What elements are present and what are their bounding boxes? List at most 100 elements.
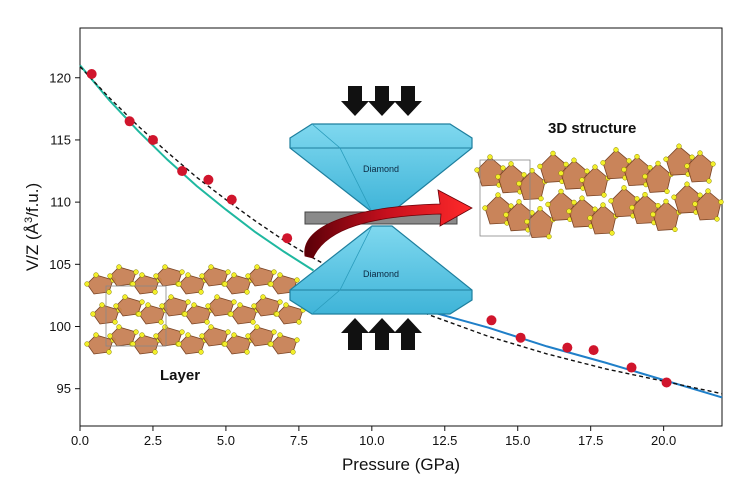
atom xyxy=(500,165,506,171)
atom xyxy=(566,208,572,214)
atom xyxy=(642,191,648,198)
atom xyxy=(579,195,585,201)
atom xyxy=(244,349,250,355)
atom xyxy=(529,210,535,216)
atom xyxy=(629,204,635,211)
data-point xyxy=(124,116,135,127)
data-point xyxy=(588,345,599,356)
atom xyxy=(136,311,142,317)
atom xyxy=(474,167,480,173)
x-axis-title: Pressure (GPa) xyxy=(342,455,460,474)
atom xyxy=(650,211,656,218)
atom xyxy=(563,161,569,168)
y-axis-title-angstrom: Å xyxy=(23,222,42,234)
y-axis-title: V/Z (Å3/f.u.) xyxy=(23,183,42,271)
atom xyxy=(663,156,669,162)
atom xyxy=(294,277,300,283)
atom xyxy=(176,341,182,347)
atom xyxy=(133,329,139,335)
atom xyxy=(268,341,274,347)
atom xyxy=(508,161,514,167)
y-axis-title-part2: /f.u.) xyxy=(23,183,42,217)
structure-3d-label: 3D structure xyxy=(548,120,636,137)
atom xyxy=(222,341,228,347)
fit-dashed-line xyxy=(79,66,723,395)
atom xyxy=(214,294,220,300)
atom xyxy=(116,264,122,270)
atom xyxy=(162,324,168,330)
atom xyxy=(503,212,509,218)
atom xyxy=(176,281,182,287)
atom xyxy=(139,332,145,338)
atom xyxy=(90,311,96,317)
atom xyxy=(122,294,128,300)
atom xyxy=(672,226,678,233)
3d-structure-illustration xyxy=(474,143,724,240)
atom xyxy=(545,201,551,208)
atom xyxy=(524,218,530,225)
atom xyxy=(587,215,593,221)
atom xyxy=(153,333,159,339)
atom xyxy=(692,201,698,207)
atom xyxy=(231,332,237,338)
atom xyxy=(84,341,90,347)
structure-polyhedron xyxy=(652,200,680,231)
atom xyxy=(179,329,185,335)
atom xyxy=(634,196,640,202)
atom xyxy=(185,332,191,338)
atom xyxy=(579,177,585,183)
atom xyxy=(268,281,274,287)
atom xyxy=(145,302,151,308)
data-points-layer xyxy=(86,69,672,388)
atom xyxy=(162,264,168,270)
atom xyxy=(158,319,164,325)
atom xyxy=(251,303,257,309)
structure-polyhedron xyxy=(694,190,722,221)
atom xyxy=(290,349,296,355)
atom xyxy=(198,289,204,295)
atom xyxy=(689,154,695,160)
atom xyxy=(182,311,188,317)
y-tick-label: 100 xyxy=(49,319,71,334)
atom xyxy=(647,164,653,171)
x-tick-label: 15.0 xyxy=(505,433,530,448)
atom xyxy=(655,160,661,167)
atom xyxy=(671,194,677,200)
atom xyxy=(254,264,260,270)
atom xyxy=(508,203,514,209)
atom xyxy=(199,273,205,279)
layer-label: Layer xyxy=(160,367,200,384)
atom xyxy=(487,154,493,160)
y-axis-title-part1: V/Z ( xyxy=(23,234,42,271)
data-point xyxy=(486,315,497,326)
atom xyxy=(225,329,231,335)
data-point xyxy=(562,342,573,353)
atom xyxy=(608,198,614,204)
y-axis-title-exponent: 3 xyxy=(23,217,35,223)
atom xyxy=(600,160,606,166)
atom xyxy=(139,272,145,278)
atom xyxy=(107,273,113,279)
atom xyxy=(274,311,280,317)
atom xyxy=(495,192,501,198)
atom xyxy=(621,185,627,191)
atom xyxy=(537,205,543,212)
atom xyxy=(112,319,118,325)
x-tick-label: 20.0 xyxy=(651,433,676,448)
atom xyxy=(204,319,210,325)
atom xyxy=(663,198,669,205)
atom xyxy=(697,192,703,198)
atom xyxy=(684,163,690,169)
atom xyxy=(168,294,174,300)
atom xyxy=(294,337,300,343)
atom xyxy=(153,273,159,279)
atom xyxy=(592,164,598,170)
atom xyxy=(107,333,113,339)
atom xyxy=(222,281,228,287)
atom xyxy=(179,269,185,275)
data-point xyxy=(147,134,158,145)
diamond-top-label: Diamond xyxy=(363,164,399,174)
atom xyxy=(106,349,112,355)
atom xyxy=(159,303,165,309)
